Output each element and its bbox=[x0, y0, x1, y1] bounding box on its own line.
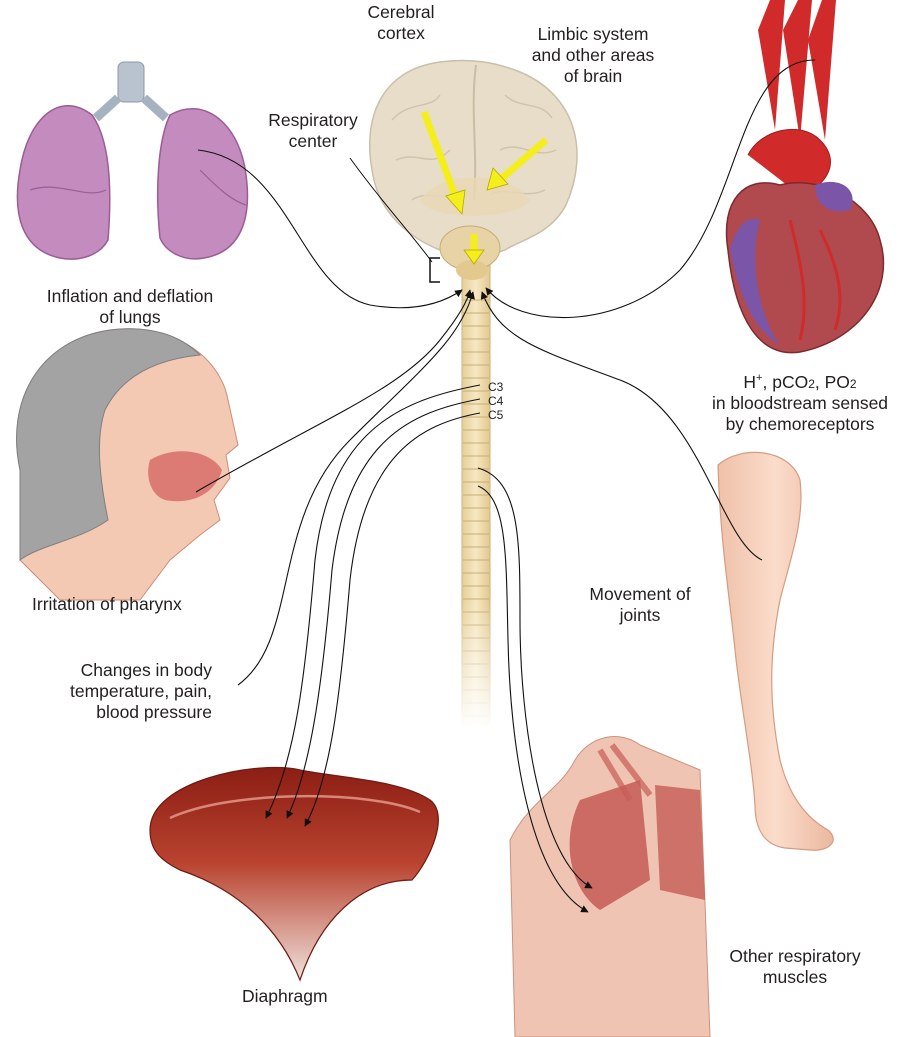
chest-muscles-illustration bbox=[510, 737, 710, 1037]
diaphragm-illustration bbox=[150, 768, 438, 981]
limbic-line-3: of brain bbox=[508, 66, 678, 87]
other-muscles-line-2: muscles bbox=[700, 967, 890, 988]
pharynx-label: Irritation of pharynx bbox=[32, 594, 182, 615]
po-subscript: 2 bbox=[850, 377, 857, 391]
respiratory-center-label: Respiratory center bbox=[252, 110, 374, 152]
head-illustration bbox=[17, 329, 238, 600]
joints-line-1: Movement of bbox=[575, 584, 705, 605]
chemoreceptors-label: H+, pCO2, PO2 in bloodstream sensed by c… bbox=[685, 372, 915, 435]
respiratory-center-line-2: center bbox=[252, 131, 374, 152]
lungs-label: Inflation and deflation of lungs bbox=[10, 286, 250, 328]
joints-line-2: joints bbox=[575, 605, 705, 626]
cerebral-cortex-line-2: cortex bbox=[356, 23, 446, 44]
limbic-line-1: Limbic system bbox=[508, 24, 678, 45]
other-muscles-line-1: Other respiratory bbox=[700, 946, 890, 967]
respiratory-center-line-1: Respiratory bbox=[252, 110, 374, 131]
spinal-segment-c5: C5 bbox=[488, 409, 503, 422]
lungs-line-1: Inflation and deflation bbox=[10, 286, 250, 307]
pco-subscript: 2 bbox=[808, 377, 815, 391]
other-muscles-label: Other respiratory muscles bbox=[700, 946, 890, 988]
cerebral-cortex-line-1: Cerebral bbox=[356, 2, 446, 23]
lungs-illustration bbox=[17, 62, 247, 259]
body-changes-line-3: blood pressure bbox=[32, 702, 212, 723]
limbic-system-label: Limbic system and other areas of brain bbox=[508, 24, 678, 87]
body-changes-line-1: Changes in body bbox=[32, 660, 212, 681]
lungs-line-2: of lungs bbox=[10, 307, 250, 328]
hydrogen-ion-text: H bbox=[743, 372, 756, 392]
chemoreceptors-line-3: by chemoreceptors bbox=[685, 414, 915, 435]
spinal-cord bbox=[440, 265, 512, 730]
leg-illustration bbox=[718, 452, 833, 850]
body-changes-label: Changes in body temperature, pain, blood… bbox=[32, 660, 212, 723]
heart-illustration bbox=[727, 0, 884, 353]
body-changes-line-2: temperature, pain, bbox=[32, 681, 212, 702]
cerebral-cortex-label: Cerebral cortex bbox=[356, 2, 446, 44]
pco-text: , pCO bbox=[762, 372, 808, 392]
spinal-segment-c4: C4 bbox=[488, 395, 503, 408]
po-text: , PO bbox=[815, 372, 850, 392]
chemoreceptors-line-2: in bloodstream sensed bbox=[685, 393, 915, 414]
spinal-segment-c3: C3 bbox=[488, 381, 503, 394]
joints-label: Movement of joints bbox=[575, 584, 705, 626]
chemoreceptors-line-1: H+, pCO2, PO2 bbox=[685, 372, 915, 393]
body-changes-nerve-path bbox=[238, 292, 473, 685]
diaphragm-label: Diaphragm bbox=[242, 986, 328, 1007]
limbic-line-2: and other areas bbox=[508, 45, 678, 66]
